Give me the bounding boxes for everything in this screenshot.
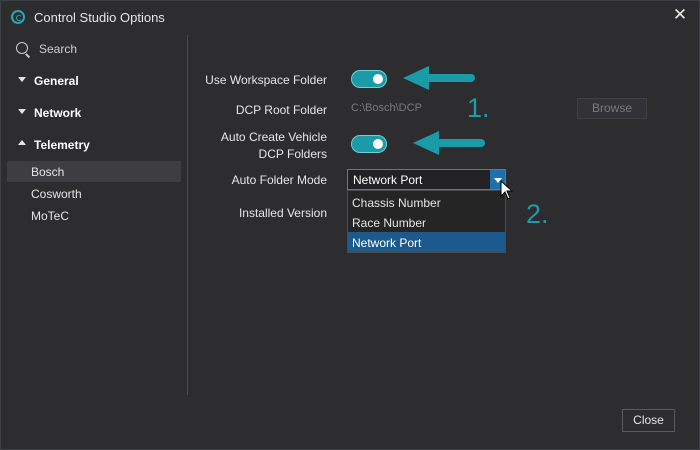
auto-create-toggle[interactable] bbox=[351, 135, 387, 153]
use-workspace-folder-toggle[interactable] bbox=[351, 70, 387, 88]
sidebar-group-network[interactable]: Network bbox=[7, 103, 181, 125]
annotation-step-1: 1. bbox=[467, 93, 490, 123]
annotation-step-2: 2. bbox=[526, 199, 549, 229]
close-button[interactable]: Close bbox=[622, 409, 675, 432]
chevron-down-icon bbox=[18, 109, 26, 114]
sidebar-group-telemetry[interactable]: Telemetry bbox=[7, 135, 181, 157]
dropdown-option-label: Race Number bbox=[352, 216, 427, 230]
arrow-annotation-icon bbox=[403, 66, 475, 90]
auto-create-label-line1: Auto Create Vehicle bbox=[220, 130, 327, 144]
sidebar-item-bosch[interactable]: Bosch bbox=[7, 161, 181, 182]
browse-button[interactable]: Browse bbox=[577, 98, 647, 119]
sidebar-group-label: Telemetry bbox=[34, 138, 90, 152]
dcp-root-folder-path: C:\Bosch\DCP bbox=[351, 102, 422, 114]
control-studio-logo-icon bbox=[11, 10, 25, 24]
sidebar-group-label: Network bbox=[34, 106, 82, 120]
panel-divider bbox=[187, 35, 188, 395]
search-placeholder: Search bbox=[39, 42, 78, 56]
chevron-up-icon bbox=[18, 140, 26, 145]
auto-folder-mode-value: Network Port bbox=[353, 173, 423, 187]
sidebar-item-motec[interactable]: MoTeC bbox=[7, 205, 181, 226]
dropdown-option-race-number[interactable]: Race Number bbox=[348, 212, 505, 232]
sidebar-item-label: Cosworth bbox=[31, 187, 82, 201]
sidebar-item-label: MoTeC bbox=[31, 209, 70, 223]
window-title: Control Studio Options bbox=[34, 10, 165, 25]
dropdown-option-label: Chassis Number bbox=[352, 196, 441, 210]
close-icon[interactable]: ✕ bbox=[672, 5, 688, 24]
chevron-down-icon bbox=[18, 77, 26, 82]
sidebar: Search General Network Telemetry Bosch C… bbox=[7, 37, 181, 397]
dropdown-option-network-port[interactable]: Network Port bbox=[348, 232, 505, 252]
dropdown-option-chassis-number[interactable]: Chassis Number bbox=[348, 192, 505, 212]
sidebar-item-label: Bosch bbox=[31, 165, 65, 179]
use-workspace-folder-label: Use Workspace Folder bbox=[205, 73, 327, 87]
dcp-root-folder-label: DCP Root Folder bbox=[235, 103, 327, 117]
auto-folder-mode-select[interactable]: Network Port bbox=[347, 169, 506, 190]
sidebar-item-cosworth[interactable]: Cosworth bbox=[7, 183, 181, 204]
auto-folder-mode-dropdown: Chassis Number Race Number Network Port bbox=[347, 190, 506, 253]
auto-folder-mode-label: Auto Folder Mode bbox=[231, 173, 327, 187]
sidebar-group-label: General bbox=[34, 74, 79, 88]
dropdown-option-label: Network Port bbox=[352, 236, 422, 250]
title-bar: Control Studio Options ✕ bbox=[1, 1, 699, 33]
arrow-annotation-icon bbox=[413, 131, 485, 155]
search-box[interactable]: Search bbox=[7, 37, 181, 61]
auto-create-label-line2: DCP Folders bbox=[258, 147, 327, 161]
installed-version-label: Installed Version bbox=[238, 206, 327, 220]
search-icon bbox=[16, 42, 28, 54]
mouse-cursor-icon bbox=[500, 180, 514, 200]
sidebar-group-general[interactable]: General bbox=[7, 71, 181, 93]
